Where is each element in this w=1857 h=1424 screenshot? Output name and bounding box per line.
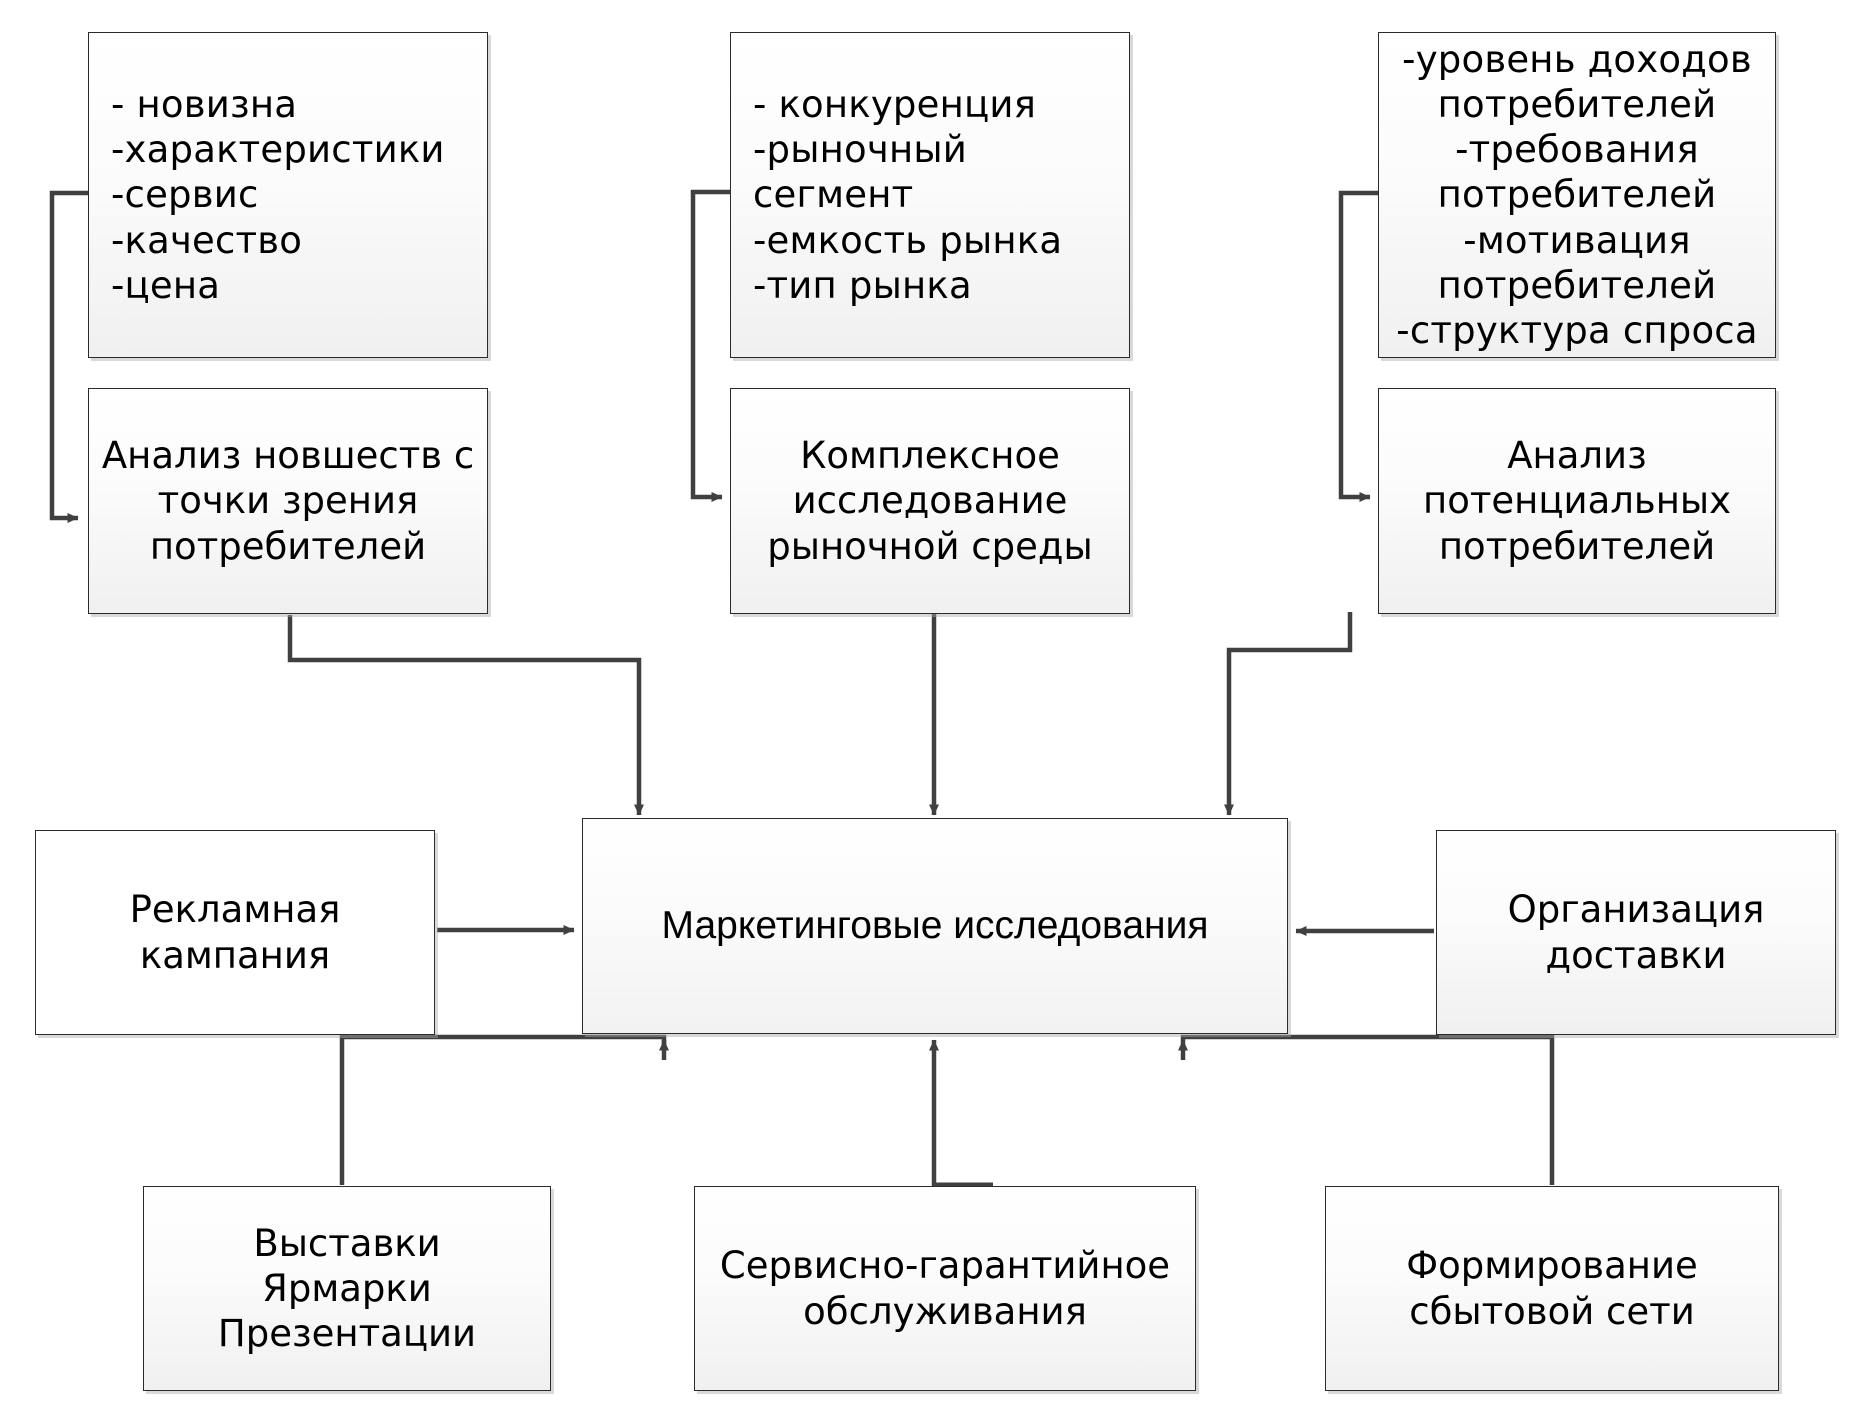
node-service[interactable]: Сервисно-гарантийное обслуживания bbox=[694, 1186, 1196, 1391]
edge-sales-network-to-center bbox=[1178, 1034, 1555, 1185]
edge-analysis-consumers-to-center bbox=[1224, 612, 1353, 816]
node-sales-network[interactable]: Формирование сбытовой сети bbox=[1325, 1186, 1779, 1391]
node-features-product-label: - новизна -характеристики -сервис -качес… bbox=[111, 83, 445, 307]
edge-features-market-to-analysis-market bbox=[690, 189, 730, 502]
node-delivery[interactable]: Организация доставки bbox=[1436, 830, 1836, 1035]
node-expos[interactable]: Выставки Ярмарки Презентации bbox=[143, 1186, 551, 1391]
node-expos-label: Выставки Ярмарки Презентации bbox=[217, 1221, 477, 1356]
edge-features-product-to-analysis-novelty bbox=[49, 190, 88, 523]
edge-service-to-center bbox=[929, 1039, 993, 1188]
node-analysis-consumers[interactable]: Анализ потенциальных потребителей bbox=[1378, 388, 1776, 614]
node-center-marketing-research[interactable]: Маркетинговые исследования bbox=[582, 818, 1288, 1034]
node-analysis-consumers-label: Анализ потенциальных потребителей bbox=[1423, 434, 1731, 568]
node-service-label: Сервисно-гарантийное обслуживания bbox=[719, 1244, 1171, 1333]
node-analysis-novelty-label: Анализ новшеств с точки зрения потребите… bbox=[101, 434, 475, 568]
node-ad-campaign-label: Рекламная кампания bbox=[129, 888, 341, 977]
node-features-consumers-label: -уровень доходов потребителей -требовани… bbox=[1396, 38, 1758, 352]
node-delivery-label: Организация доставки bbox=[1507, 888, 1765, 977]
node-ad-campaign[interactable]: Рекламная кампания bbox=[35, 830, 435, 1035]
edge-features-consumers-to-analysis-consumers bbox=[1338, 190, 1378, 502]
node-features-market[interactable]: - конкуренция -рыночный сегмент -емкость… bbox=[730, 32, 1130, 358]
node-analysis-market-label: Комплексное исследование рыночной среды bbox=[767, 434, 1093, 568]
node-features-consumers[interactable]: -уровень доходов потребителей -требовани… bbox=[1378, 32, 1776, 358]
node-features-market-label: - конкуренция -рыночный сегмент -емкость… bbox=[753, 83, 1063, 307]
node-center-label: Маркетинговые исследования bbox=[661, 904, 1209, 948]
node-analysis-market[interactable]: Комплексное исследование рыночной среды bbox=[730, 388, 1130, 614]
node-sales-network-label: Формирование сбытовой сети bbox=[1406, 1244, 1698, 1333]
edge-analysis-novelty-to-center bbox=[287, 615, 644, 816]
node-analysis-novelty[interactable]: Анализ новшеств с точки зрения потребите… bbox=[88, 388, 488, 614]
node-features-product[interactable]: - новизна -характеристики -сервис -качес… bbox=[88, 32, 488, 358]
edge-expos-to-center bbox=[339, 1034, 669, 1185]
